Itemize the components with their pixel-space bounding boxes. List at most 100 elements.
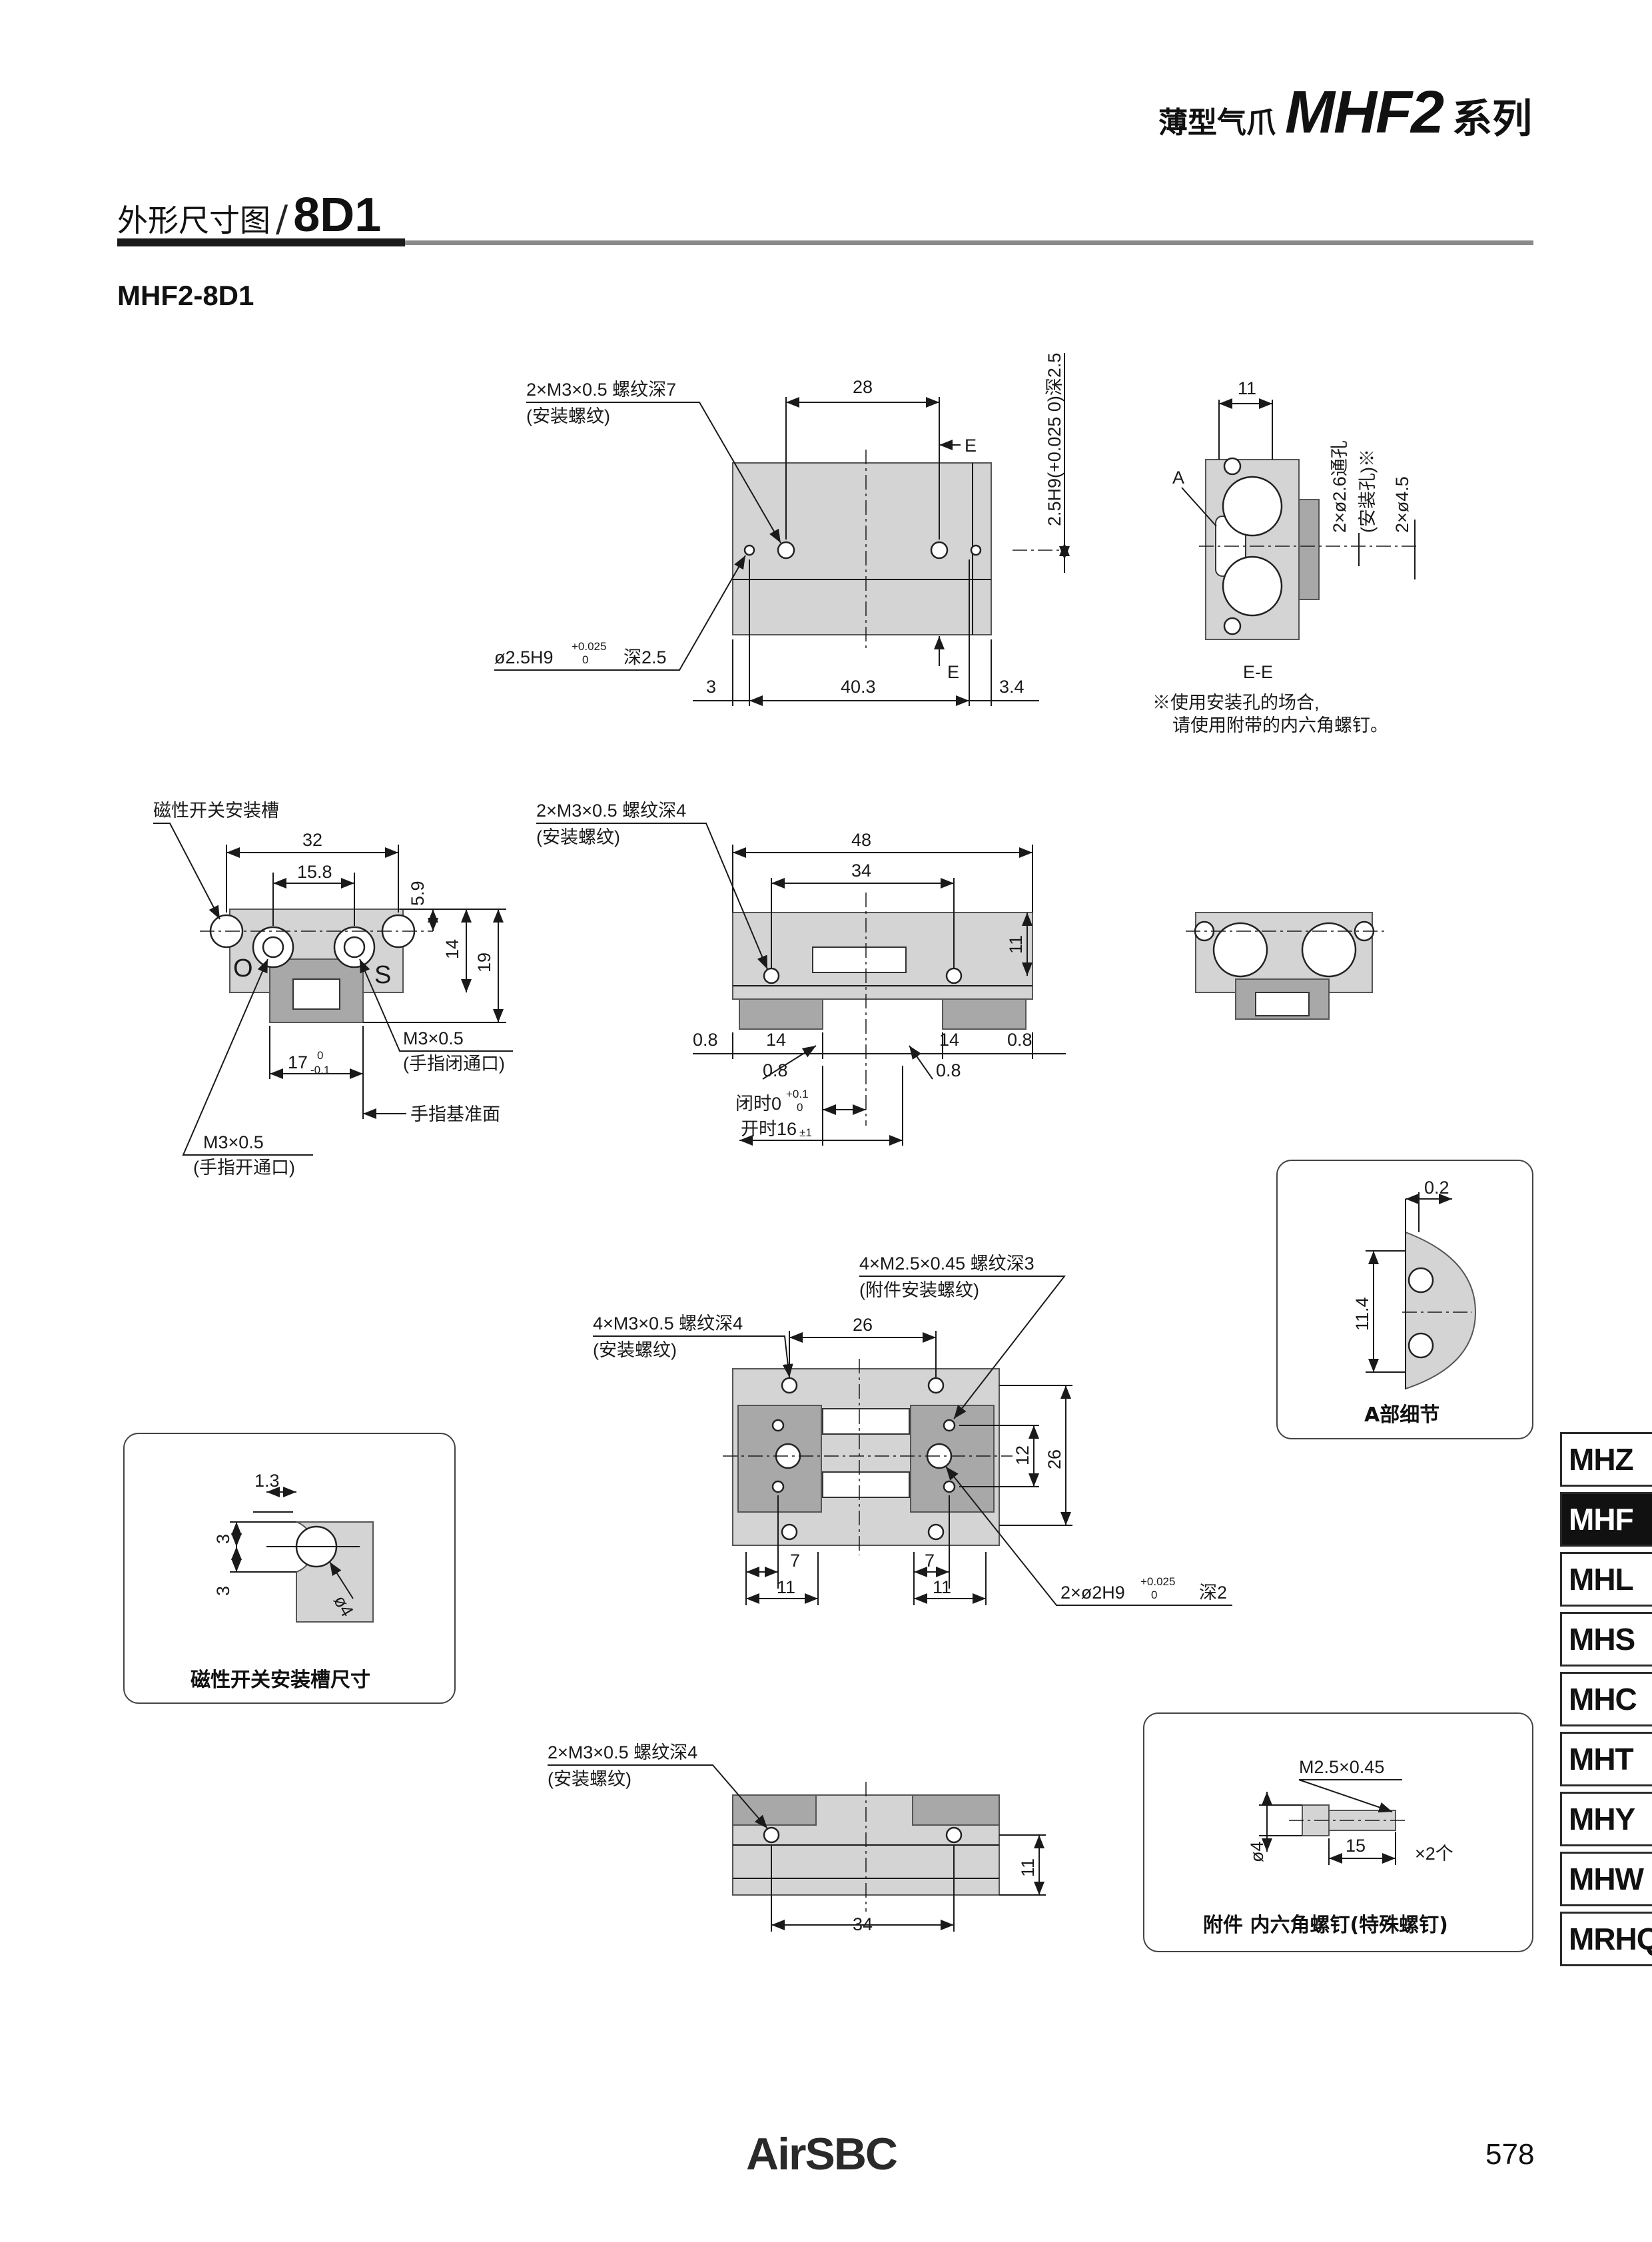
model-name: MHF2-8D1 — [117, 280, 254, 311]
dim-bottom-11-left-label: 11 — [777, 1577, 795, 1597]
bottom-view: 4×M2.5×0.45 螺纹深3 (附件安装螺纹) 4×M3×0.5 螺纹深4 … — [593, 1254, 1232, 1606]
dim-bottom-26-label: 26 — [853, 1315, 873, 1335]
top-pin-leader — [494, 555, 746, 671]
acc-15-label: 15 — [1346, 1836, 1366, 1856]
open-note-thread-sub: (安装螺纹) — [548, 1769, 631, 1789]
rear-bore — [1212, 922, 1268, 978]
bottom-note-a: 4×M2.5×0.45 螺纹深3 — [859, 1254, 1034, 1274]
side-m3-open: M3×0.5 — [203, 1132, 264, 1152]
front-open-tol: ±1 — [799, 1126, 812, 1139]
side-m3-open-leader — [182, 958, 313, 1156]
front-note-thread: 2×M3×0.5 螺纹深4 — [536, 801, 686, 821]
ee-bore — [1222, 556, 1283, 617]
acc-d4-label: ø4 — [1247, 1841, 1267, 1862]
open-finger-left — [732, 1794, 817, 1826]
detail-a-hole — [1408, 1332, 1434, 1359]
side-finger-slot — [292, 978, 340, 1010]
ee-hole — [1223, 617, 1242, 635]
tab-mhw[interactable]: MHW — [1560, 1852, 1652, 1906]
acc-qty: ×2个 — [1415, 1844, 1453, 1864]
dim-bottom-7-left-label: 7 — [790, 1551, 800, 1571]
ee-v1b: (安装孔)※ — [1358, 449, 1378, 533]
dim-158-label: 15.8 — [297, 862, 332, 882]
front-view: 2×M3×0.5 螺纹深4 (安装螺纹) 48 34 11 0.8 14 14 … — [536, 801, 1066, 1146]
bottom-thread-hole — [927, 1377, 945, 1394]
detail-a-title: A部细节 — [1364, 1403, 1440, 1427]
dim-08-right: 0.8 — [1007, 1030, 1032, 1050]
section-label-e-top: E — [965, 436, 977, 456]
dim-bottom-12-label: 12 — [1013, 1445, 1032, 1465]
bottom-slot — [822, 1471, 910, 1498]
dim-403-label: 40.3 — [841, 677, 876, 697]
front-closed-low: 0 — [797, 1101, 803, 1114]
top-view-body — [732, 462, 992, 635]
section-title-code: 8D1 — [293, 188, 382, 242]
bottom-thread-hole — [781, 1523, 798, 1541]
bottom-acc-hole — [943, 1480, 956, 1493]
top-depth-vertical: 2.5H9(+0.025 0)深2.5 — [1044, 353, 1064, 526]
tab-label: MHC — [1569, 1682, 1637, 1716]
tab-label: MRHQ — [1569, 1922, 1652, 1956]
dim-08-inner-left: 0.8 — [763, 1060, 788, 1080]
ee-finger — [1298, 499, 1320, 600]
accessory-title: 附件 内六角螺钉(特殊螺钉) — [1203, 1914, 1448, 1937]
top-note-thread: 2×M3×0.5 螺纹深7 — [526, 380, 676, 400]
tab-mhz[interactable]: MHZ — [1560, 1432, 1652, 1487]
tab-mhs[interactable]: MHS — [1560, 1612, 1652, 1667]
dim-bottom-26v-label: 26 — [1044, 1449, 1064, 1469]
bottom-note-b: 4×M3×0.5 螺纹深4 — [593, 1313, 743, 1333]
side-view: O S 磁性开关安装槽 32 15.8 5.9 14 19 M3×0.5 (手指… — [153, 801, 513, 1178]
side-m3-close: M3×0.5 — [403, 1028, 464, 1048]
slot-detail-frame — [123, 1433, 456, 1704]
page-number: 578 — [1485, 2138, 1535, 2171]
detail-a-box: 0.2 11.4 A部细节 — [1276, 1160, 1533, 1439]
acc-thread-leader — [1298, 1779, 1402, 1813]
tab-mht[interactable]: MHT — [1560, 1732, 1652, 1786]
top-thread-hole — [930, 541, 949, 560]
slot-detail-title: 磁性开关安装槽尺寸 — [191, 1669, 370, 1692]
side-m3-close-leader — [359, 958, 513, 1052]
tab-label: MHW — [1569, 1862, 1644, 1896]
tab-mhl[interactable]: MHL — [1560, 1552, 1652, 1607]
bottom-pin-low: 0 — [1151, 1589, 1157, 1601]
acc-thread: M2.5×0.45 — [1299, 1757, 1384, 1777]
bottom-note-a-leader — [859, 1276, 1066, 1419]
top-thread-hole — [777, 541, 795, 560]
brand-logo: AirSBC — [746, 2129, 898, 2179]
rear-view — [1186, 912, 1386, 1020]
bottom-note-b-leader — [593, 1335, 793, 1378]
bottom-pin-up: +0.025 — [1140, 1575, 1175, 1588]
accessory-box: M2.5×0.45 ø4 15 ×2个 附件 内六角螺钉(特殊螺钉) — [1143, 1712, 1533, 1952]
dim-14-right: 14 — [939, 1030, 959, 1050]
dim-08-inner-right: 0.8 — [936, 1060, 961, 1080]
ee-note-1: ※使用安装孔的场合, — [1152, 693, 1320, 713]
top-pin-hole — [970, 544, 982, 556]
tab-mhy[interactable]: MHY — [1560, 1792, 1652, 1846]
front-finger-left — [739, 998, 823, 1030]
detail-a-hole — [1408, 1267, 1434, 1294]
ee-hole — [1223, 457, 1242, 476]
top-pin-depth: 深2.5 — [623, 647, 667, 667]
top-view: 2×M3×0.5 螺纹深7 (安装螺纹) 28 E E ø2.5H9 +0.02… — [494, 353, 1070, 706]
label-a-leader — [1181, 487, 1217, 527]
dim-front-11-label: 11 — [1006, 935, 1026, 954]
section-title: 外形尺寸图 / 8D1 — [117, 188, 381, 242]
dim-13-label: 1.3 — [254, 1471, 280, 1491]
side-slot-leader — [153, 823, 220, 920]
dim-02-label: 0.2 — [1424, 1178, 1449, 1198]
ee-bore — [1222, 476, 1283, 537]
dim-slot-3-top-label: 3 — [213, 1534, 233, 1544]
tab-mhc[interactable]: MHC — [1560, 1672, 1652, 1726]
section-ee-view: 11 A 2×ø2.6通孔 (安装孔)※ 2×ø4.5 E-E ※使用安装孔的场… — [1152, 378, 1419, 735]
dim-front-34-label: 34 — [851, 861, 871, 881]
top-pin-tol-up: +0.025 — [572, 640, 606, 653]
front-thread-hole — [945, 967, 963, 984]
tab-mrhq[interactable]: MRHQ — [1560, 1912, 1652, 1966]
bottom-thread-hole — [781, 1377, 798, 1394]
dim-open-11-label: 11 — [1018, 1858, 1038, 1877]
section-label-e-bottom: E — [947, 662, 959, 682]
tab-mhf[interactable]: MHF — [1560, 1492, 1652, 1547]
tab-label: MHS — [1569, 1622, 1635, 1657]
open-view: 2×M3×0.5 螺纹深4 (安装螺纹) 11 34 — [548, 1742, 1046, 1934]
